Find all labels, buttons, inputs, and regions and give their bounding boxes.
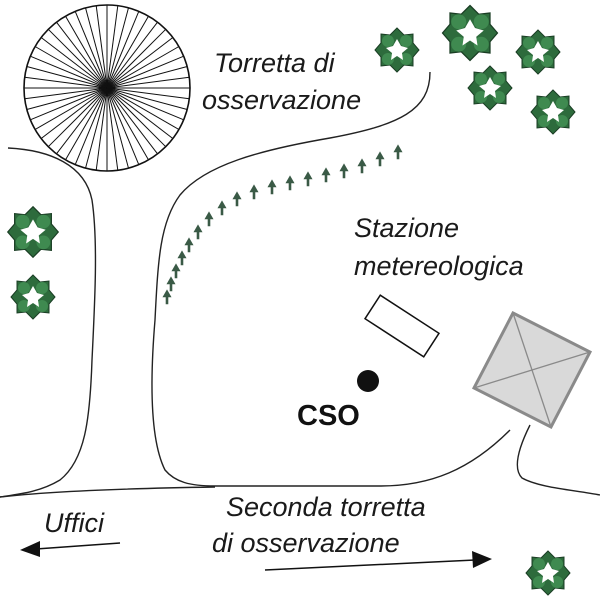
antenna-spoke [65, 87, 108, 161]
fence-marker [303, 171, 313, 187]
tree [7, 206, 59, 258]
fence-marker [321, 167, 331, 183]
antenna-spoke [106, 76, 190, 89]
antenna-spoke [106, 66, 188, 89]
fence-marker [177, 250, 187, 266]
label-cso: CSO [297, 400, 360, 432]
antenna-spoke [106, 46, 180, 89]
fence-marker [184, 237, 194, 253]
label-station-line2: metereologica [354, 251, 524, 281]
fence-marker [357, 158, 367, 174]
fence-marker [204, 211, 214, 227]
fence-marker [171, 263, 181, 279]
antenna-spoke [65, 15, 108, 89]
fence-marker [232, 191, 242, 207]
tree [374, 27, 420, 73]
fence-marker [393, 144, 403, 160]
antenna-spoke [106, 87, 190, 100]
antenna-spoke [47, 28, 108, 89]
antenna-spoke [24, 76, 108, 89]
antenna-spoke [26, 66, 108, 89]
fence-marker [285, 175, 295, 191]
antenna-spoke [30, 87, 108, 121]
tree [467, 65, 513, 111]
antenna-spoke [34, 46, 108, 89]
label-tower1-line2: osservazione [202, 85, 362, 115]
fence-marker [249, 184, 259, 200]
cso-dot [357, 370, 379, 392]
antenna-spoke [56, 87, 108, 155]
path-bottom [0, 486, 216, 498]
antenna-spoke [47, 87, 108, 148]
antenna-spoke [106, 5, 119, 89]
fence-marker [217, 200, 227, 216]
antenna-spoke [40, 37, 108, 89]
tree [10, 274, 56, 320]
antenna-spoke [106, 87, 140, 165]
fence-marker [162, 289, 172, 305]
fence-marker [166, 276, 176, 292]
antenna-dish [23, 4, 191, 172]
antenna-spoke [24, 87, 108, 100]
arrow-to-second-tower [264, 551, 492, 571]
arrow-to-offices [20, 541, 121, 557]
path-right-road [516, 424, 600, 496]
antenna-spoke [74, 11, 108, 89]
paths [0, 71, 600, 498]
antenna-spoke [30, 55, 108, 89]
tree [530, 89, 576, 135]
antenna-spoke [40, 87, 108, 139]
antenna-spoke [106, 87, 188, 110]
antenna-spoke [106, 55, 184, 89]
fence-marker [375, 151, 385, 167]
path-central-loop [151, 71, 511, 487]
label-tower2-line1: Seconda torretta [226, 492, 426, 522]
antenna-spoke [106, 87, 119, 171]
antenna-spoke [95, 87, 108, 171]
pyramid-roof [471, 310, 593, 430]
antenna-spoke [106, 87, 149, 161]
tree [515, 29, 561, 75]
antenna-spoke [74, 87, 108, 165]
label-tower1-line1: Torretta di [214, 48, 335, 78]
antenna-spoke [106, 87, 167, 148]
fence-marker [339, 163, 349, 179]
antenna-spoke [56, 21, 108, 89]
label-offices: Uffici [44, 508, 104, 538]
fence-marker [267, 179, 277, 195]
antenna-spoke [26, 87, 108, 110]
antenna-spoke [85, 87, 108, 169]
antenna-spoke [34, 87, 108, 130]
fence-marker [193, 224, 203, 240]
label-tower2-line2: di osservazione [212, 528, 400, 558]
antenna-spoke [106, 87, 174, 139]
antenna-spoke [106, 15, 149, 89]
label-station-line1: Stazione [354, 213, 460, 243]
antenna-spoke [106, 11, 140, 89]
antenna-spoke [106, 87, 129, 169]
antenna-spoke [106, 28, 167, 89]
antenna-spoke [106, 21, 158, 89]
antenna-spoke [106, 87, 184, 121]
antenna-spoke [106, 37, 174, 89]
antenna-spoke [106, 87, 158, 155]
weather-station-building [363, 294, 441, 358]
antenna-spoke [106, 7, 129, 89]
antenna-spoke [85, 7, 108, 89]
tree [525, 550, 571, 596]
antenna-spoke [95, 5, 108, 89]
path-left-road [0, 147, 97, 498]
tree [441, 4, 499, 62]
antenna-spoke [106, 87, 180, 130]
